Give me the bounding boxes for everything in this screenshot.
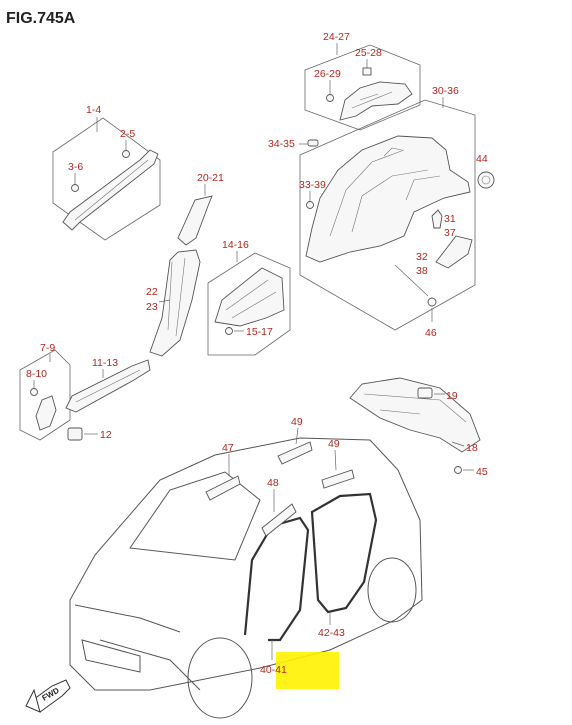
clip-25-28	[362, 67, 372, 76]
callout-48: 48	[267, 477, 279, 489]
assist-grip-49-rear	[321, 469, 355, 489]
assist-grip-47	[205, 475, 241, 501]
clip-2-5	[122, 150, 130, 158]
callout-45: 45	[476, 466, 488, 478]
vehicle-body	[69, 437, 423, 691]
b-pillar-upper-trim	[177, 195, 213, 246]
callout-23: 23	[146, 301, 158, 313]
callout-25-28: 25-28	[355, 47, 382, 59]
back-door-trim	[349, 377, 481, 453]
callout-40-41: 40-41	[260, 664, 287, 676]
cap-44	[477, 171, 495, 189]
rear-door-opening-weatherstrip	[310, 492, 378, 614]
back-door-trim-detail	[363, 393, 467, 423]
clip-15-17	[225, 327, 233, 335]
back-door-trim-group: 19 18 45	[349, 377, 488, 478]
callout-34-35: 34-35	[268, 138, 295, 150]
callout-14-16: 14-16	[222, 239, 249, 251]
callout-22: 22	[146, 286, 158, 298]
cowl-side-trim	[35, 395, 57, 431]
callout-26-29: 26-29	[314, 68, 341, 80]
clip-33-39	[306, 201, 314, 209]
rear-quarter-trim-detail	[329, 147, 441, 237]
b-pillar-lower-detail	[167, 257, 186, 337]
callout-12: 12	[100, 429, 112, 441]
b-pillar-trim-group: 20-21 22 23	[146, 172, 224, 357]
assist-grip-48	[261, 503, 297, 537]
windshield	[129, 471, 261, 561]
callout-7-9: 7-9	[40, 342, 55, 354]
callout-38: 38	[416, 265, 428, 277]
figure-title: FIG.745A	[6, 10, 76, 27]
side-sill-group: 7-9 8-10 11-13 12	[19, 342, 151, 441]
sill-frame	[19, 349, 71, 441]
a-pillar-trim-edge	[74, 159, 149, 221]
callout-37: 37	[444, 227, 456, 239]
callout-24-27: 24-27	[323, 31, 350, 43]
callout-49-front: 49	[291, 416, 303, 428]
callout-11-13: 11-13	[92, 357, 118, 369]
scuff-frame	[207, 252, 291, 356]
front-wheel	[187, 637, 253, 719]
upper-quarter-trim	[339, 81, 413, 121]
callout-8-10: 8-10	[26, 368, 47, 380]
a-pillar-frame	[52, 117, 161, 241]
assist-grip-49-front	[277, 441, 313, 465]
hook-31-37	[431, 209, 443, 229]
callout-20-21: 20-21	[197, 172, 224, 184]
callout-32: 32	[416, 251, 428, 263]
upper-quarter-trim-detail	[351, 91, 393, 109]
clip-45	[454, 466, 462, 474]
callout-18: 18	[466, 442, 478, 454]
handle-19	[417, 387, 433, 399]
clip-26-29	[326, 94, 334, 102]
callout-44: 44	[476, 153, 488, 165]
clip-46	[427, 297, 437, 307]
rear-door-scuff-group: 14-16 15-17	[207, 239, 291, 356]
upper-quarter-trim-group: 24-27 25-28 26-29	[304, 31, 421, 131]
callout-49-rear: 49	[328, 438, 340, 450]
callout-47: 47	[222, 442, 234, 454]
rear-quarter-trim-group: 30-36 34-35 33-39 31 37 32 38 44 46	[268, 85, 495, 339]
callout-19: 19	[446, 390, 458, 402]
highlight-marker	[276, 652, 339, 689]
callout-46: 46	[425, 327, 437, 339]
scuff-plate	[214, 267, 285, 327]
callout-3-6: 3-6	[68, 161, 83, 173]
callout-15-17: 15-17	[246, 326, 273, 338]
clip-8-10	[30, 388, 38, 396]
clip-34-35	[307, 139, 319, 147]
upper-quarter-frame	[304, 44, 421, 131]
a-pillar-trim-group: 1-4 2-5 3-6	[52, 104, 161, 241]
callout-42-43: 42-43	[318, 627, 345, 639]
rear-quarter-frame	[299, 99, 476, 331]
fwd-arrow: FWD	[25, 679, 71, 713]
headlamp	[81, 639, 141, 673]
callout-2-5: 2-5	[120, 128, 135, 140]
callout-33-39: 33-39	[299, 179, 326, 191]
scuff-plate-detail	[225, 279, 277, 319]
rear-wheel	[367, 557, 417, 623]
clip-3-6	[71, 184, 79, 192]
rear-quarter-trim	[305, 135, 471, 263]
callout-1-4: 1-4	[86, 104, 101, 116]
clip-12	[67, 427, 83, 441]
callout-30-36: 30-36	[432, 85, 459, 97]
front-door-opening-weatherstrip	[243, 516, 310, 642]
lid-32-38	[435, 235, 473, 269]
fwd-arrow-head	[25, 688, 41, 713]
callout-31: 31	[444, 213, 456, 225]
vehicle-outline: 47 48 49 49 42-43	[69, 416, 423, 719]
b-pillar-lower-trim	[149, 249, 201, 357]
